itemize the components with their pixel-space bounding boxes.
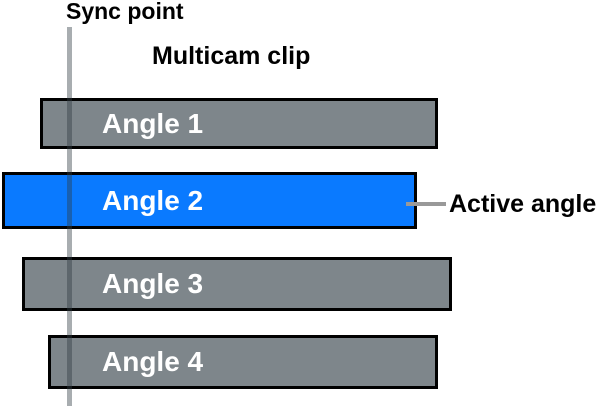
multicam-clip-label: Multicam clip	[152, 42, 311, 70]
angle-2-bar-active: Angle 2	[2, 172, 417, 229]
angle-3-bar: Angle 3	[22, 257, 452, 311]
active-angle-label: Active angle	[449, 190, 597, 218]
angle-1-label: Angle 1	[102, 107, 204, 139]
angle-2-label: Angle 2	[102, 184, 204, 216]
angle-4-label: Angle 4	[102, 346, 204, 377]
sync-point-label: Sync point	[66, 0, 184, 24]
sync-point-line	[67, 27, 72, 406]
angle-1-bar: Angle 1	[40, 98, 438, 149]
angle-3-label: Angle 3	[102, 268, 204, 299]
active-angle-connector-line	[406, 202, 446, 206]
angle-4-bar: Angle 4	[48, 335, 438, 389]
